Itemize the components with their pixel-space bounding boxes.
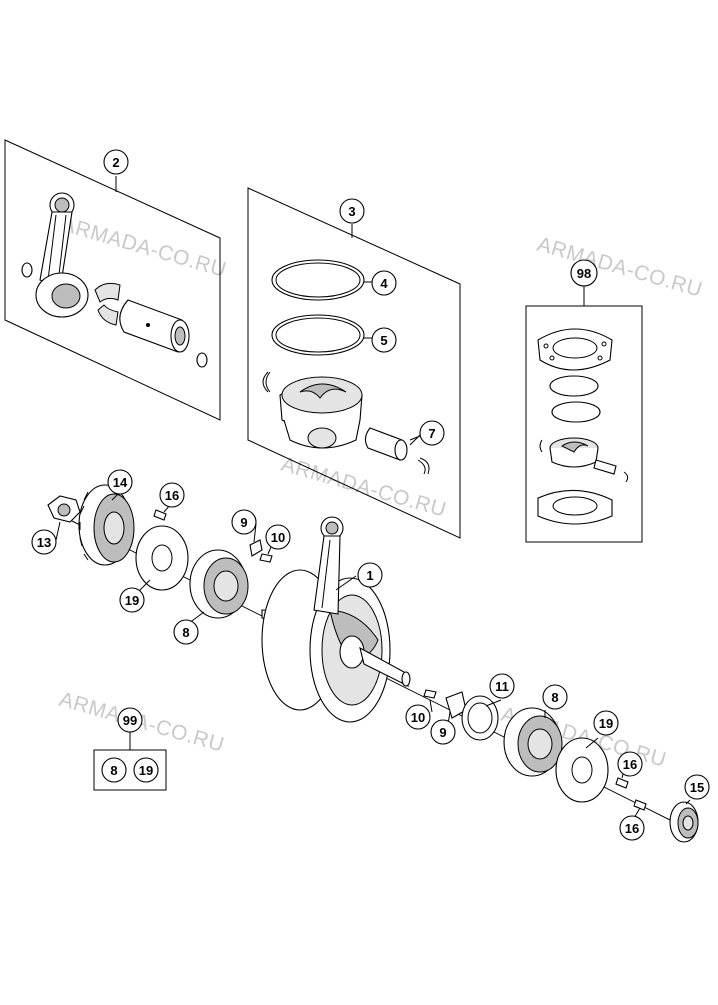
svg-text:98: 98 [577,266,591,281]
kit-99-item-19: 19 [133,757,159,783]
callout-10-left: 10 [265,524,291,550]
callout-16-top: 16 [159,482,185,508]
watermark-3: ARMADA-CO.RU [279,453,449,522]
callout-9-right: 9 [430,719,456,745]
svg-text:14: 14 [113,475,128,490]
callout-14: 14 [107,469,133,495]
callout-16-right-top: 16 [617,751,643,777]
piston-kit-box [247,187,461,539]
svg-text:11: 11 [495,679,509,694]
svg-text:10: 10 [271,530,285,545]
callout-19-right: 19 [593,710,619,736]
kit-99-item-8: 8 [101,757,127,783]
svg-text:10: 10 [411,710,425,725]
callout-11: 11 [489,673,515,699]
conrod-drawing [21,192,208,368]
callout-7: 7 [419,420,445,446]
crankshaft-assembly [47,484,699,843]
callouts: 2 3 4 5 7 98 14 16 13 9 10 1 19 8 11 8 1… [31,149,710,841]
callout-8-right: 8 [542,684,568,710]
svg-text:3: 3 [348,204,355,219]
callout-13: 13 [31,529,57,555]
svg-text:8: 8 [551,690,558,705]
svg-text:7: 7 [428,426,435,441]
callout-8-left: 8 [173,619,199,645]
svg-text:16: 16 [165,488,179,503]
svg-text:13: 13 [37,535,51,550]
svg-text:9: 9 [439,725,446,740]
svg-text:4: 4 [380,276,388,291]
callout-99: 99 [117,707,143,733]
callout-4: 4 [371,270,397,296]
svg-text:8: 8 [110,763,117,778]
watermark-2: ARMADA-CO.RU [535,233,705,302]
callout-5: 5 [371,327,397,353]
callout-16-right-bottom: 16 [619,815,645,841]
svg-text:99: 99 [123,713,137,728]
svg-text:19: 19 [125,593,139,608]
svg-text:8: 8 [182,625,189,640]
svg-text:19: 19 [139,763,153,778]
conrod-kit-box [4,139,221,421]
callout-15: 15 [684,774,710,800]
svg-text:15: 15 [690,780,704,795]
svg-text:5: 5 [380,333,387,348]
callout-3: 3 [339,198,365,224]
callout-19-left: 19 [119,587,145,613]
callout-2: 2 [103,149,129,175]
svg-text:9: 9 [240,515,247,530]
callout-9-left: 9 [231,509,257,535]
cylinder-kit-box [525,286,643,543]
svg-text:16: 16 [625,821,639,836]
callout-98: 98 [570,259,598,287]
callout-10-right: 10 [405,704,431,730]
watermark-1: ARMADA-CO.RU [59,213,229,282]
svg-text:19: 19 [599,716,613,731]
svg-text:2: 2 [112,155,119,170]
piston-drawing [262,259,430,475]
svg-text:1: 1 [366,568,373,583]
callout-1: 1 [357,562,383,588]
svg-text:16: 16 [623,757,637,772]
bearing-kit-box [93,732,167,791]
